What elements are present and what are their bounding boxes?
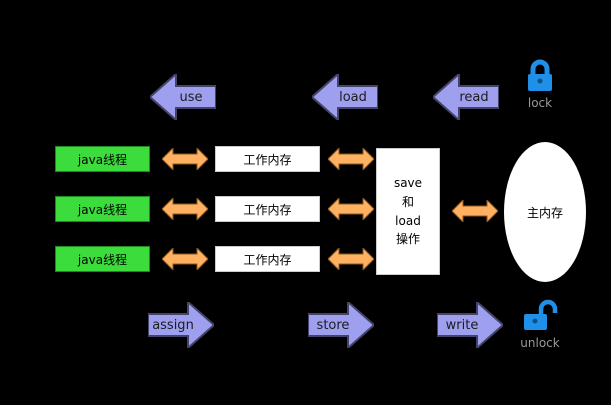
read-arrow-label: read	[459, 89, 489, 105]
right-arrow-icon	[308, 302, 374, 348]
lock-indicator: lock	[516, 56, 564, 110]
store-arrow-label: store	[316, 317, 350, 333]
double-arrow-icon	[162, 148, 208, 170]
left-arrow-icon	[312, 74, 378, 120]
double-arrow-icon	[162, 248, 208, 270]
store-arrow: store	[308, 302, 374, 348]
load-arrow-label: load	[339, 89, 367, 105]
write-arrow: write	[437, 302, 503, 348]
double-arrow-icon	[162, 198, 208, 220]
save-load-line: load	[395, 213, 421, 228]
save-load-line: 和	[401, 194, 414, 209]
unlock-indicator: unlock	[516, 296, 564, 350]
double-arrow-icon	[452, 200, 498, 222]
use-arrow: use	[150, 74, 216, 120]
left-arrow-icon	[150, 74, 216, 120]
double-arrow-icon	[328, 148, 374, 170]
unlock-caption: unlock	[520, 336, 560, 350]
java-thread-box-1: java线程	[55, 146, 150, 172]
working-memory-label: 工作内存	[243, 152, 292, 167]
double-arrow-icon	[328, 198, 374, 220]
java-thread-label: java线程	[77, 202, 128, 217]
right-arrow-icon	[148, 302, 214, 348]
java-thread-box-3: java线程	[55, 246, 150, 272]
java-thread-label: java线程	[77, 152, 128, 167]
main-memory-label: 主内存	[526, 205, 563, 220]
working-memory-box-3: 工作内存	[215, 246, 320, 272]
save-load-line: save	[393, 176, 423, 191]
read-arrow: read	[433, 74, 499, 120]
assign-arrow-label: assign	[152, 317, 194, 333]
working-memory-box-1: 工作内存	[215, 146, 320, 172]
save-load-operation-box: save 和 load 操作	[376, 148, 440, 275]
lock-icon	[528, 59, 552, 91]
save-load-line: 操作	[395, 232, 420, 247]
load-arrow: load	[312, 74, 378, 120]
write-arrow-label: write	[445, 317, 479, 333]
assign-arrow: assign	[148, 302, 214, 348]
java-thread-label: java线程	[77, 252, 128, 267]
main-memory-ellipse: 主内存	[504, 142, 586, 282]
unlock-icon	[524, 299, 558, 330]
working-memory-box-2: 工作内存	[215, 196, 320, 222]
working-memory-label: 工作内存	[243, 252, 292, 267]
use-arrow-label: use	[179, 89, 203, 105]
right-arrow-icon	[437, 302, 503, 348]
left-arrow-icon	[433, 74, 499, 120]
working-memory-label: 工作内存	[243, 202, 292, 217]
java-thread-box-2: java线程	[55, 196, 150, 222]
double-arrow-icon	[328, 248, 374, 270]
lock-caption: lock	[527, 96, 553, 110]
